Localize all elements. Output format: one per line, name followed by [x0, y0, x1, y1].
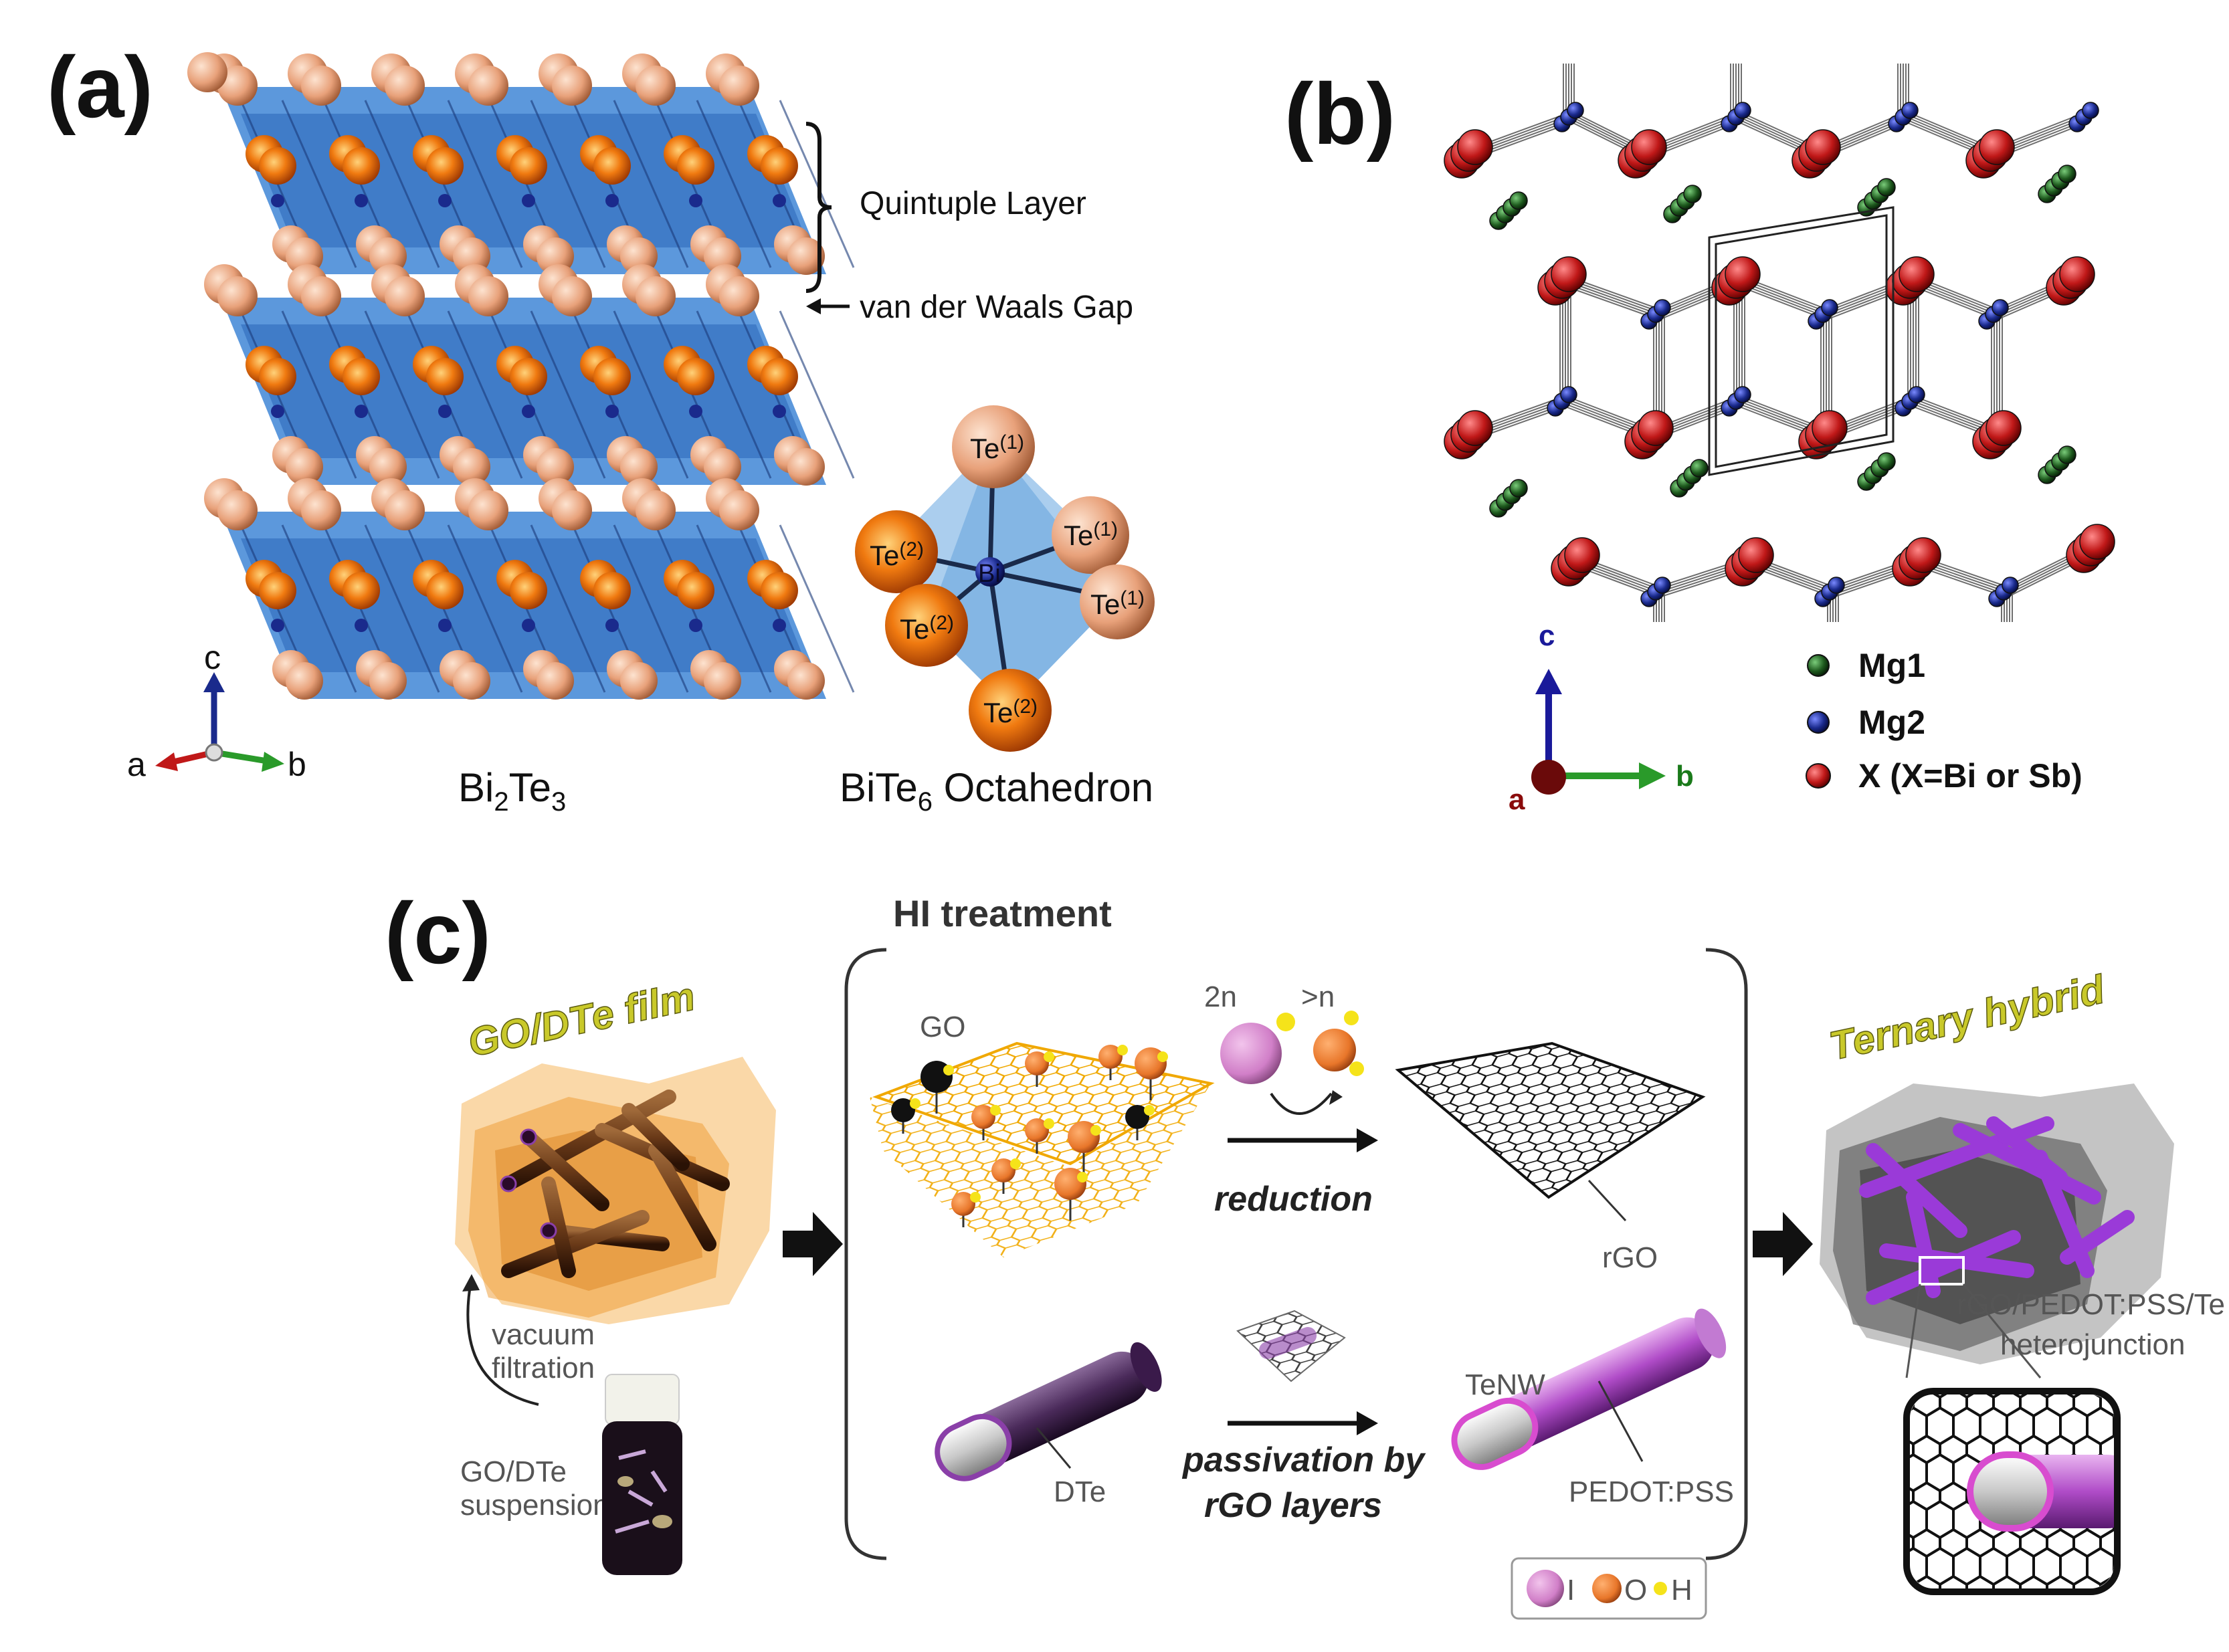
quintuple-layer-label: Quintuple Layer [860, 186, 1086, 221]
process-arrow-1 [783, 1212, 843, 1276]
ternary-hybrid [1820, 1083, 2174, 1378]
legend-item-mg1: Mg1 [1807, 647, 1925, 684]
go-dte-film-title: GO/DTe film [464, 974, 699, 1065]
quintuple-layer-brace [805, 122, 832, 293]
axis-a-label: a [127, 746, 146, 783]
unit-cell-outline [1708, 206, 1895, 476]
svg-text:Mg2: Mg2 [1858, 704, 1925, 741]
svg-text:X (X=Bi or Sb): X (X=Bi or Sb) [1858, 757, 2082, 795]
atom-key: I O H [1511, 1557, 1707, 1620]
quintuple-layer-slab [204, 478, 855, 700]
process-arrow-2 [1753, 1212, 1813, 1276]
bite6-octahedron: Bi Te(1) Te(1) Te(1) Te(2) Te(2) Te(2) [855, 405, 1155, 752]
go-sheet [870, 1041, 1215, 1257]
heterojunction-label-2: heterojunction [2000, 1328, 2185, 1361]
axis-a-label-b: a [1509, 783, 1525, 816]
bi2te3-caption: Bi2Te3 [458, 765, 566, 817]
axis-b-label-b: b [1676, 760, 1694, 793]
mg3x2-crystal-structure [1444, 64, 2115, 622]
svg-text:Mg1: Mg1 [1858, 647, 1925, 684]
bi-center-label: Bi [978, 560, 1001, 588]
suspension-label-1: GO/DTe [460, 1455, 567, 1488]
quintuple-layer-slab [204, 264, 855, 486]
rgo-label: rGO [1602, 1241, 1658, 1274]
heterojunction-label-1: rGO/PEDOT:PSS/Te [1957, 1288, 2225, 1321]
ternary-hybrid-title: Ternary hybrid [1826, 966, 2109, 1069]
axis-c-label-b: c [1539, 619, 1555, 652]
svg-text:Te(1): Te(1) [1090, 587, 1145, 620]
vdw-gap-arrowhead [806, 298, 821, 314]
dte-rod [935, 1342, 1162, 1481]
reduction-reaction [1220, 1011, 1378, 1152]
hi-treatment-title: HI treatment [893, 892, 1112, 934]
go-label: GO [920, 1011, 965, 1043]
legend: Mg1 Mg2 X (X=Bi or Sb) [1806, 647, 2082, 795]
left-bracket [844, 948, 887, 1560]
svg-text:Te(1): Te(1) [970, 431, 1024, 464]
panel-b: (b) c a b Mg1 Mg2 [1284, 64, 2115, 816]
passivation-label-1: passivation by [1181, 1441, 1426, 1479]
svg-text:Te(2): Te(2) [900, 612, 954, 645]
legend-item-x: X (X=Bi or Sb) [1806, 757, 2082, 795]
panel-b-label: (b) [1284, 65, 1395, 163]
svg-text:Te(2): Te(2) [983, 696, 1038, 728]
two-n-label: 2n [1204, 980, 1237, 1013]
octahedron-site-labels: Te(1) Te(1) Te(1) Te(2) Te(2) Te(2) [870, 431, 1145, 728]
passivation-label-2: rGO layers [1204, 1486, 1382, 1525]
panel-c: (c) GO/DTe film vacuum filtration GO/DTe… [385, 884, 2225, 1620]
axis-triad-b: c a b [1509, 619, 1694, 816]
dte-label: DTe [1054, 1475, 1106, 1508]
svg-text:Te(1): Te(1) [1064, 518, 1118, 551]
octahedron-caption: BiTe6 Octahedron [840, 765, 1153, 817]
key-i-label: I [1567, 1574, 1575, 1607]
key-o-label: O [1624, 1574, 1647, 1607]
rgo-sheet [1395, 1041, 1706, 1199]
tenw-rod [1451, 1308, 1727, 1470]
axis-c-label: c [204, 639, 221, 676]
go-dte-film [455, 1057, 776, 1324]
passivation-sheet [1228, 1310, 1378, 1435]
heterojunction-inset [1903, 1388, 2121, 1595]
panel-a: (a) Quintuple Layer van der Waals Gap c … [47, 38, 1155, 817]
quintuple-layer-slab [187, 52, 855, 275]
suspension-label-2: suspension [460, 1489, 609, 1522]
vacuum-label: vacuum [492, 1318, 595, 1351]
right-bracket [1705, 948, 1748, 1560]
bi2te3-crystal-structure [187, 52, 855, 700]
key-h-label: H [1671, 1574, 1692, 1607]
vdw-gap-label: van der Waals Gap [860, 290, 1133, 325]
vacuum-arrow [466, 1277, 539, 1406]
gt-n-label: >n [1301, 980, 1335, 1013]
axis-b-label: b [288, 746, 306, 783]
pedot-label: PEDOT:PSS [1569, 1475, 1734, 1508]
legend-item-mg2: Mg2 [1807, 704, 1925, 741]
filtration-label: filtration [492, 1352, 595, 1384]
panel-a-label: (a) [47, 38, 153, 136]
tenw-label: TeNW [1465, 1368, 1545, 1401]
svg-text:Te(2): Te(2) [870, 538, 924, 571]
axis-triad-a: c a b [127, 639, 306, 783]
suspension-vial [602, 1374, 682, 1575]
reduction-label: reduction [1214, 1180, 1373, 1219]
panel-c-label: (c) [385, 884, 491, 982]
